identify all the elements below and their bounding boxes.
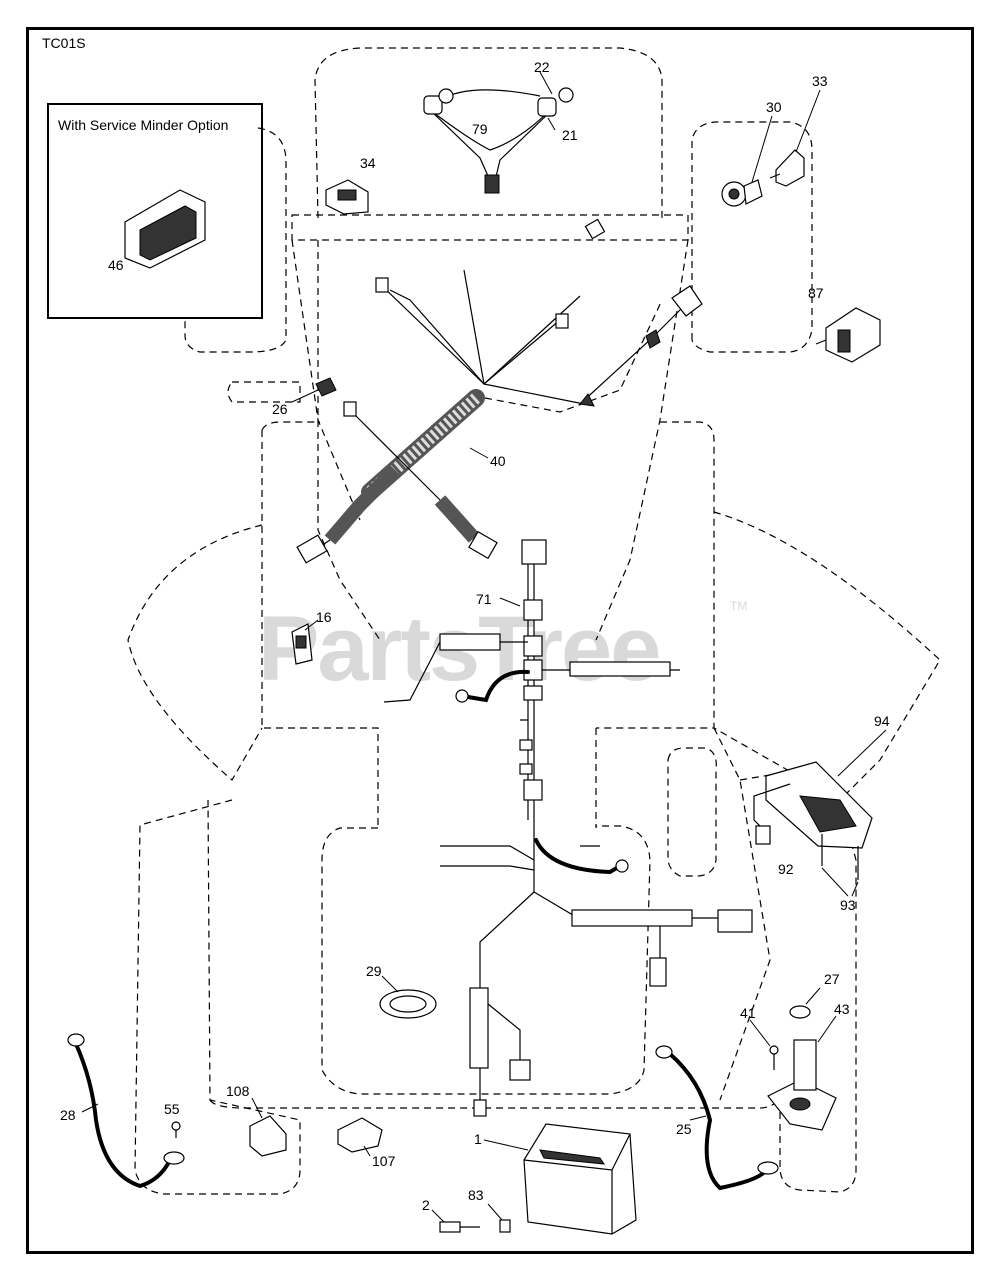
callout-33: 33 bbox=[812, 73, 828, 89]
callout-79: 79 bbox=[472, 121, 488, 137]
headlight-harness bbox=[423, 87, 574, 194]
callout-71: 71 bbox=[476, 591, 492, 607]
diagram-frame bbox=[26, 27, 974, 1254]
callout-34: 34 bbox=[360, 155, 376, 171]
part-43-starter-solenoid bbox=[767, 1015, 837, 1131]
left-rear-outline bbox=[134, 799, 301, 1195]
body-panel-outline bbox=[261, 421, 715, 729]
callout-87: 87 bbox=[808, 285, 824, 301]
console-right-edge bbox=[595, 239, 689, 641]
part-30-ignition-switch bbox=[721, 115, 773, 207]
callout-25: 25 bbox=[676, 1121, 692, 1137]
callout-83: 83 bbox=[468, 1187, 484, 1203]
console-inner-right bbox=[484, 299, 663, 413]
part-33-switch bbox=[769, 89, 821, 187]
seat-pan-outline bbox=[321, 825, 651, 1095]
callout-22: 22 bbox=[534, 59, 550, 75]
callout-41: 41 bbox=[740, 1005, 756, 1021]
left-wheel-well bbox=[127, 524, 263, 781]
part-93-bolts bbox=[821, 834, 859, 897]
rear-deck-edge bbox=[209, 1099, 781, 1109]
callout-30: 30 bbox=[766, 99, 782, 115]
right-rear-edge bbox=[713, 727, 771, 1101]
part-41-bolt bbox=[749, 1019, 779, 1070]
right-fender-outline bbox=[691, 121, 813, 353]
part-1-battery bbox=[483, 1123, 637, 1235]
diagram-code: TC01S bbox=[42, 35, 86, 51]
callout-108: 108 bbox=[226, 1083, 250, 1099]
rear-harness-71 bbox=[383, 539, 680, 820]
callout-2: 2 bbox=[422, 1197, 430, 1213]
callout-40: 40 bbox=[490, 453, 506, 469]
part-92-wire bbox=[753, 783, 791, 845]
callout-29: 29 bbox=[366, 963, 382, 979]
callout-46: 46 bbox=[108, 257, 124, 273]
part-55-screw bbox=[171, 1121, 181, 1138]
callout-94: 94 bbox=[874, 713, 890, 729]
inset-title: With Service Minder Option bbox=[58, 117, 228, 133]
callout-28: 28 bbox=[60, 1107, 76, 1123]
part-2-bolt bbox=[431, 1209, 480, 1233]
right-rear-outline bbox=[779, 799, 857, 1193]
hood-outline bbox=[314, 47, 663, 222]
part-107-module bbox=[337, 1117, 383, 1157]
right-wheel-well bbox=[713, 511, 941, 801]
body-panel-left bbox=[261, 430, 379, 828]
part-27-nut bbox=[789, 987, 821, 1019]
console-inner-left bbox=[317, 240, 381, 641]
part-108-bracket bbox=[249, 1097, 287, 1157]
callout-93: 93 bbox=[840, 897, 856, 913]
callout-55: 55 bbox=[164, 1101, 180, 1117]
dash-panel-outline bbox=[291, 214, 689, 241]
part-16-switch bbox=[291, 619, 319, 665]
watermark-tm: TM bbox=[730, 599, 747, 613]
part-25-battery-cable bbox=[655, 1045, 779, 1191]
part-29-connector bbox=[379, 975, 437, 1019]
part-26-fuse-holder bbox=[291, 377, 337, 403]
callout-92: 92 bbox=[778, 861, 794, 877]
service-minder-inset bbox=[47, 103, 263, 319]
callout-26: 26 bbox=[272, 401, 288, 417]
part-34-switch bbox=[325, 179, 369, 215]
part-28-battery-cable bbox=[67, 1033, 185, 1189]
left-fender-outline bbox=[184, 127, 287, 353]
part-83-nut bbox=[487, 1203, 511, 1233]
callout-27: 27 bbox=[824, 971, 840, 987]
tab-outline bbox=[227, 381, 301, 403]
main-wiring-harness-40 bbox=[296, 218, 703, 564]
seat-harness bbox=[440, 820, 753, 1117]
callout-1: 1 bbox=[474, 1131, 482, 1147]
part-94-seat-switch bbox=[765, 729, 887, 849]
callout-107: 107 bbox=[372, 1153, 396, 1169]
callout-16: 16 bbox=[316, 609, 332, 625]
part-87-relay bbox=[815, 307, 881, 363]
callout-43: 43 bbox=[834, 1001, 850, 1017]
pedal-slot-outline bbox=[667, 747, 717, 877]
service-minder-module bbox=[124, 189, 206, 269]
callout-21: 21 bbox=[562, 127, 578, 143]
